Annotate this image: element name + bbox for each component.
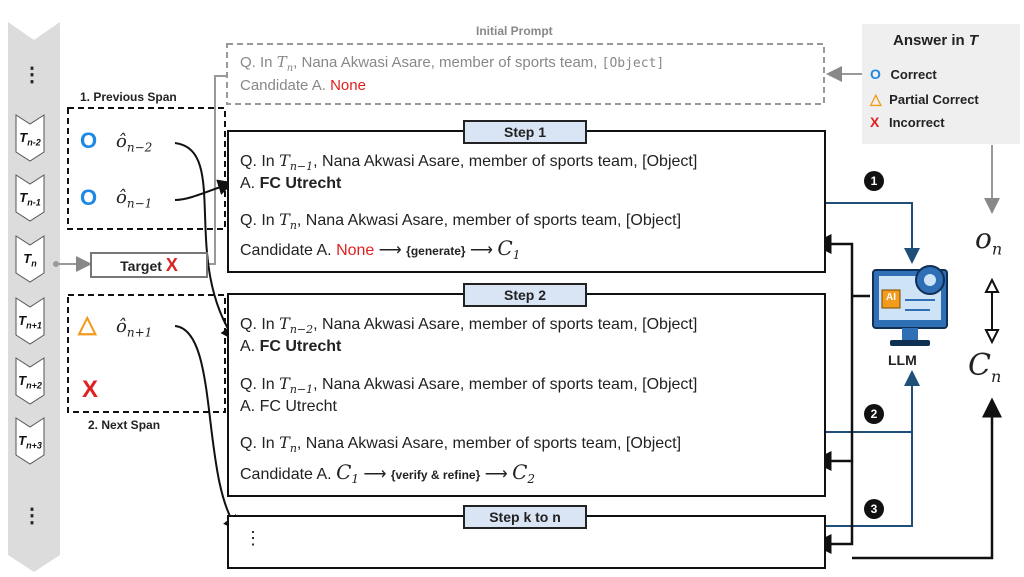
badge-1: 1 xyxy=(864,171,884,191)
arrow-prev-n-2 xyxy=(174,142,237,342)
previous-span-box xyxy=(67,107,226,230)
legend-partial: △ Partial Correct xyxy=(870,91,979,108)
next-span-mark-2: X xyxy=(82,376,99,403)
legend-correct-mark: O xyxy=(870,66,881,82)
step-1-question-1: Q. In Tn−1, Nana Akwasi Asare, member of… xyxy=(240,151,698,174)
step-2-title: Step 2 xyxy=(463,283,587,307)
step-1-question-2: Q. In Tn, Nana Akwasi Asare, member of s… xyxy=(240,210,682,233)
initial-prompt-box xyxy=(226,43,825,105)
initial-prompt-question: Q. In Tn, Nana Akwasi Asare, member of s… xyxy=(240,53,665,74)
step-1-candidate: Candidate A. None ⟶ {generate} ⟶ C1 xyxy=(240,236,521,263)
legend-incorrect: X Incorrect xyxy=(870,114,945,130)
next-span-mark-1: △ xyxy=(78,311,97,338)
step-2-box xyxy=(227,293,826,497)
legend-correct: O Correct xyxy=(870,66,937,82)
chevron-t-n+3 xyxy=(15,417,45,465)
arrow-prev-n-1 xyxy=(174,179,234,201)
chevron-t-n-2 xyxy=(15,114,45,162)
step-2-question-1: Q. In Tn−2, Nana Akwasi Asare, member of… xyxy=(240,314,698,337)
timeline-label-t-n+2: Tn+2 xyxy=(18,373,42,391)
llm-chip-label: AI xyxy=(886,292,896,303)
chevron-t-n xyxy=(15,235,45,283)
legend-title: Answer in T xyxy=(893,32,979,49)
previous-span-symbol-2: ôn−1 xyxy=(116,187,153,211)
previous-span-symbol-1: ôn−2 xyxy=(116,131,153,155)
previous-span-title: 1. Previous Span xyxy=(80,90,177,104)
next-span-box xyxy=(67,294,226,413)
c-n-symbol: Cn xyxy=(968,348,1002,386)
initial-prompt-candidate: Candidate A. None xyxy=(240,77,366,94)
chevron-t-n+1 xyxy=(15,297,45,345)
legend-incorrect-mark: X xyxy=(870,114,880,130)
badge-3: 3 xyxy=(864,499,884,519)
initial-prompt-title: Initial Prompt xyxy=(476,24,553,38)
step-2-answer-1: A. FC Utrecht xyxy=(240,338,342,355)
llm-monitor-icon xyxy=(872,265,948,346)
legend-partial-mark: △ xyxy=(870,91,882,108)
target-box: Target X xyxy=(90,252,208,278)
previous-span-mark-2: O xyxy=(80,185,98,210)
legend-box xyxy=(862,24,1020,144)
target-mark: X xyxy=(165,255,178,275)
timeline-strip xyxy=(8,22,60,572)
badge-2: 2 xyxy=(864,404,884,424)
target-label: Target xyxy=(120,258,162,274)
timeline-label-t-n-1: Tn-1 xyxy=(19,190,41,208)
chevron-t-n-1 xyxy=(15,174,45,222)
step-1-title: Step 1 xyxy=(463,120,587,144)
timeline-label-t-n-2: Tn-2 xyxy=(19,130,41,148)
timeline-top-dots: ⋮ xyxy=(22,64,42,86)
step-2-question-3: Q. In Tn, Nana Akwasi Asare, member of s… xyxy=(240,433,682,456)
timeline-chevrons xyxy=(15,114,45,465)
timeline-bottom-dots: ⋮ xyxy=(22,505,42,527)
arrow-next-n+1 xyxy=(174,325,240,532)
chevron-t-n+2 xyxy=(15,357,45,405)
step-1-answer-1: A. FC Utrecht xyxy=(240,175,342,192)
step-2-candidate: Candidate A. C1 ⟶ {verify & refine} ⟶ C2 xyxy=(240,460,536,487)
step-k-dots: ⋮ xyxy=(244,528,262,548)
step-k-title: Step k to n xyxy=(463,505,587,529)
timeline-label-t-n+3: Tn+3 xyxy=(18,433,42,451)
step-2-question-2: Q. In Tn−1, Nana Akwasi Asare, member of… xyxy=(240,374,698,397)
previous-span-mark-1: O xyxy=(80,128,98,153)
step-2-answer-2: A. FC Utrecht xyxy=(240,398,337,415)
o-n-symbol: on xyxy=(975,222,1003,259)
timeline-label-t-n: Tn xyxy=(23,251,37,269)
next-span-symbol-1: ôn+1 xyxy=(116,316,153,340)
timeline-label-t-n+1: Tn+1 xyxy=(18,313,42,331)
llm-label: LLM xyxy=(888,352,917,368)
next-span-title: 2. Next Span xyxy=(88,418,161,432)
